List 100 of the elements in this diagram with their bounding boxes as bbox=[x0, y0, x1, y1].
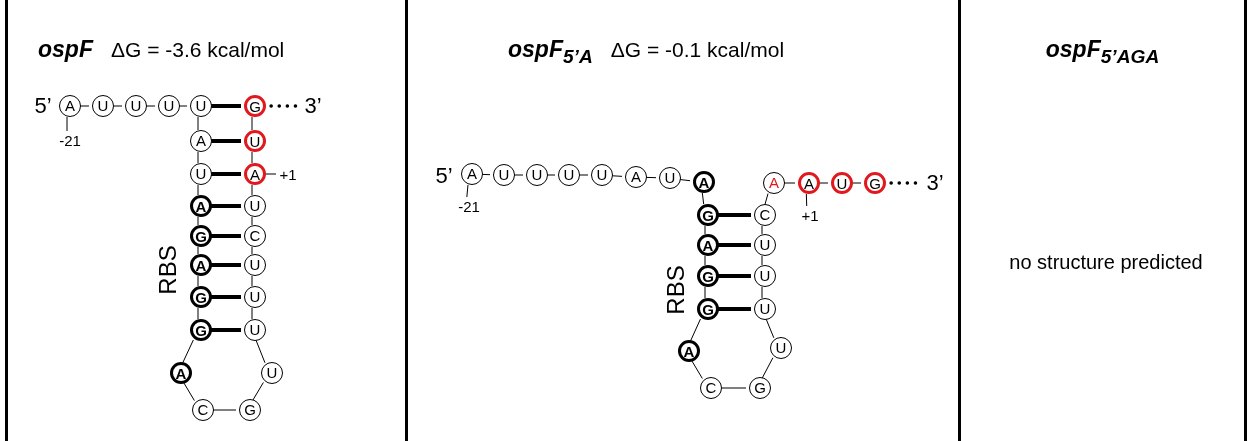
backbone-line bbox=[197, 116, 199, 131]
panel-heading: ospF$_{5’A}$ bbox=[508, 36, 593, 62]
nucleotide-circle: A bbox=[190, 195, 212, 217]
energy-value: ΔG = -0.1 kcal/mol bbox=[610, 38, 785, 61]
backbone-line bbox=[197, 184, 199, 196]
backbone-line bbox=[761, 286, 763, 299]
end-label: 5’ bbox=[34, 93, 52, 119]
nucleotide-circle: U bbox=[92, 95, 114, 117]
base-pair-line bbox=[209, 139, 241, 143]
nucleotide-circle: U bbox=[244, 319, 266, 341]
base-pair-line bbox=[209, 204, 241, 208]
note-text: no structure predicted bbox=[1009, 250, 1203, 274]
backbone-line bbox=[197, 275, 199, 287]
nucleotide-circle: U bbox=[244, 286, 266, 308]
leader-line bbox=[805, 193, 808, 207]
backbone-line bbox=[197, 246, 199, 255]
backbone-line bbox=[251, 151, 253, 164]
backbone-line bbox=[704, 255, 706, 266]
backbone-line bbox=[765, 318, 775, 339]
nucleotide-circle: U bbox=[158, 95, 180, 117]
base-pair-line bbox=[716, 307, 751, 311]
leader-line bbox=[66, 116, 68, 132]
nucleotide-circle: A bbox=[763, 172, 785, 194]
nucleotide-circle: C bbox=[244, 225, 266, 247]
table-cell bbox=[958, 0, 1247, 441]
base-pair-line bbox=[209, 295, 241, 299]
panel-heading: ospF bbox=[38, 36, 93, 62]
nucleotide-circle: A bbox=[244, 163, 266, 185]
backbone-line bbox=[761, 225, 763, 235]
backbone-line bbox=[252, 381, 264, 402]
backbone-line bbox=[761, 255, 763, 266]
backbone-line bbox=[761, 357, 774, 379]
nucleotide-circle: G bbox=[244, 95, 266, 117]
nucleotide-circle: A bbox=[170, 362, 192, 384]
base-pair-line bbox=[716, 274, 751, 278]
backbone-line bbox=[183, 381, 195, 402]
nucleotide-circle: U bbox=[770, 337, 792, 359]
leader-line bbox=[466, 184, 469, 198]
backbone-line bbox=[691, 359, 703, 380]
backbone-line bbox=[197, 307, 199, 320]
position-label: -21 bbox=[59, 131, 81, 149]
backbone-line bbox=[255, 339, 266, 364]
nucleotide-circle: A bbox=[678, 340, 700, 362]
nucleotide-circle: U bbox=[754, 234, 776, 256]
nucleotide-circle: U bbox=[526, 164, 548, 186]
base-pair-line bbox=[209, 328, 241, 332]
backbone-line bbox=[182, 339, 194, 364]
nucleotide-circle: U bbox=[558, 164, 580, 186]
backbone-line bbox=[251, 184, 253, 196]
nucleotide-circle: G bbox=[190, 319, 212, 341]
backbone-line bbox=[197, 216, 199, 226]
nucleotide-circle: U bbox=[659, 167, 681, 189]
nucleotide-circle: U bbox=[831, 172, 853, 194]
nucleotide-circle: C bbox=[700, 377, 722, 399]
backbone-line bbox=[704, 225, 706, 235]
base-pair-line bbox=[209, 234, 241, 238]
position-label: +1 bbox=[279, 165, 297, 183]
position-label: +1 bbox=[801, 206, 819, 224]
nucleotide-circle: U bbox=[591, 164, 613, 186]
nucleotide-circle: A bbox=[190, 130, 212, 152]
backbone-line bbox=[251, 307, 253, 320]
energy-value: ΔG = -3.6 kcal/mol bbox=[110, 38, 285, 61]
nucleotide-circle: U bbox=[125, 95, 147, 117]
nucleotide-circle: A bbox=[693, 171, 715, 193]
nucleotide-circle: U bbox=[190, 95, 212, 117]
region-label: RBS bbox=[662, 265, 690, 315]
nucleotide-circle: G bbox=[864, 172, 886, 194]
base-pair-line bbox=[716, 213, 751, 217]
nucleotide-circle: U bbox=[190, 163, 212, 185]
nucleotide-circle: A bbox=[461, 163, 483, 185]
position-label: -21 bbox=[458, 197, 480, 215]
nucleotide-circle: A bbox=[190, 254, 212, 276]
backbone-line bbox=[690, 318, 701, 342]
backbone-line bbox=[701, 192, 705, 205]
nucleotide-circle: U bbox=[244, 254, 266, 276]
base-pair-line bbox=[209, 172, 241, 176]
nucleotide-circle: C bbox=[192, 399, 214, 421]
nucleotide-circle: U bbox=[754, 298, 776, 320]
backbone-line bbox=[197, 151, 199, 164]
nucleotide-circle: G bbox=[697, 265, 719, 287]
backbone-line bbox=[251, 116, 253, 131]
base-pair-line bbox=[209, 104, 241, 108]
nucleotide-circle: A bbox=[798, 172, 820, 194]
backbone-line bbox=[704, 286, 706, 299]
backbone-line bbox=[251, 246, 253, 255]
nucleotide-circle: C bbox=[754, 204, 776, 226]
nucleotide-circle: G bbox=[697, 298, 719, 320]
backbone-line bbox=[764, 193, 769, 205]
nucleotide-circle: U bbox=[261, 362, 283, 384]
nucleotide-circle: U bbox=[244, 195, 266, 217]
nucleotide-circle: A bbox=[625, 166, 647, 188]
nucleotide-circle: G bbox=[190, 286, 212, 308]
end-label: 5’ bbox=[435, 163, 453, 189]
nucleotide-circle: U bbox=[493, 164, 515, 186]
nucleotide-circle: G bbox=[749, 377, 771, 399]
nucleotide-circle: G bbox=[239, 399, 261, 421]
region-label: RBS bbox=[154, 245, 182, 295]
nucleotide-circle: U bbox=[244, 130, 266, 152]
nucleotide-circle: G bbox=[190, 225, 212, 247]
backbone-line bbox=[251, 275, 253, 287]
